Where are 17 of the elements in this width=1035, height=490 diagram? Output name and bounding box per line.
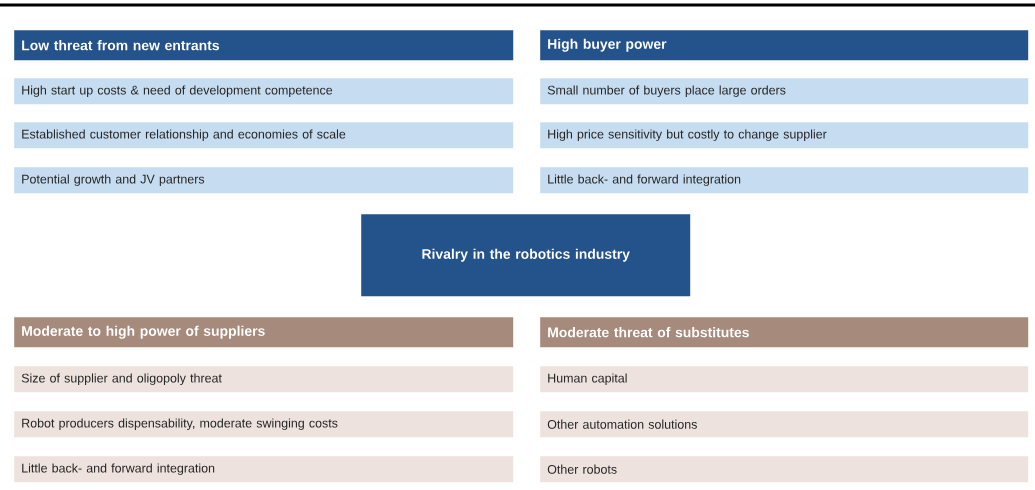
header-bar: Low threat from new entrants — [14, 30, 514, 61]
factor-box: High price sensitivity but costly to change supplier — [540, 122, 1029, 149]
factor-box: Little back- and forward integration — [540, 167, 1029, 194]
center-box: Rivalry in the robotics industry — [361, 214, 691, 297]
factor-box: Robot producers dispensability, moderate swinging costs — [14, 411, 514, 438]
factor-box: Small number of buyers place large orders — [540, 78, 1029, 105]
factor-box: Other automation solutions — [540, 411, 1029, 438]
header-bar: Moderate threat of substitutes — [540, 317, 1029, 348]
factor-box: Potential growth and JV partners — [14, 167, 514, 194]
header-bar: Moderate to high power of suppliers — [14, 317, 514, 348]
header-bar: High buyer power — [540, 30, 1029, 61]
factor-box: High start up costs & need of development competence — [14, 78, 514, 105]
factor-box: Size of supplier and oligopoly threat — [14, 366, 514, 393]
factor-box: Established customer relationship and economies of scale — [14, 122, 514, 149]
factor-box: Other robots — [540, 456, 1029, 483]
factor-box: Little back- and forward integration — [14, 456, 514, 483]
factor-box: Human capital — [540, 366, 1029, 393]
